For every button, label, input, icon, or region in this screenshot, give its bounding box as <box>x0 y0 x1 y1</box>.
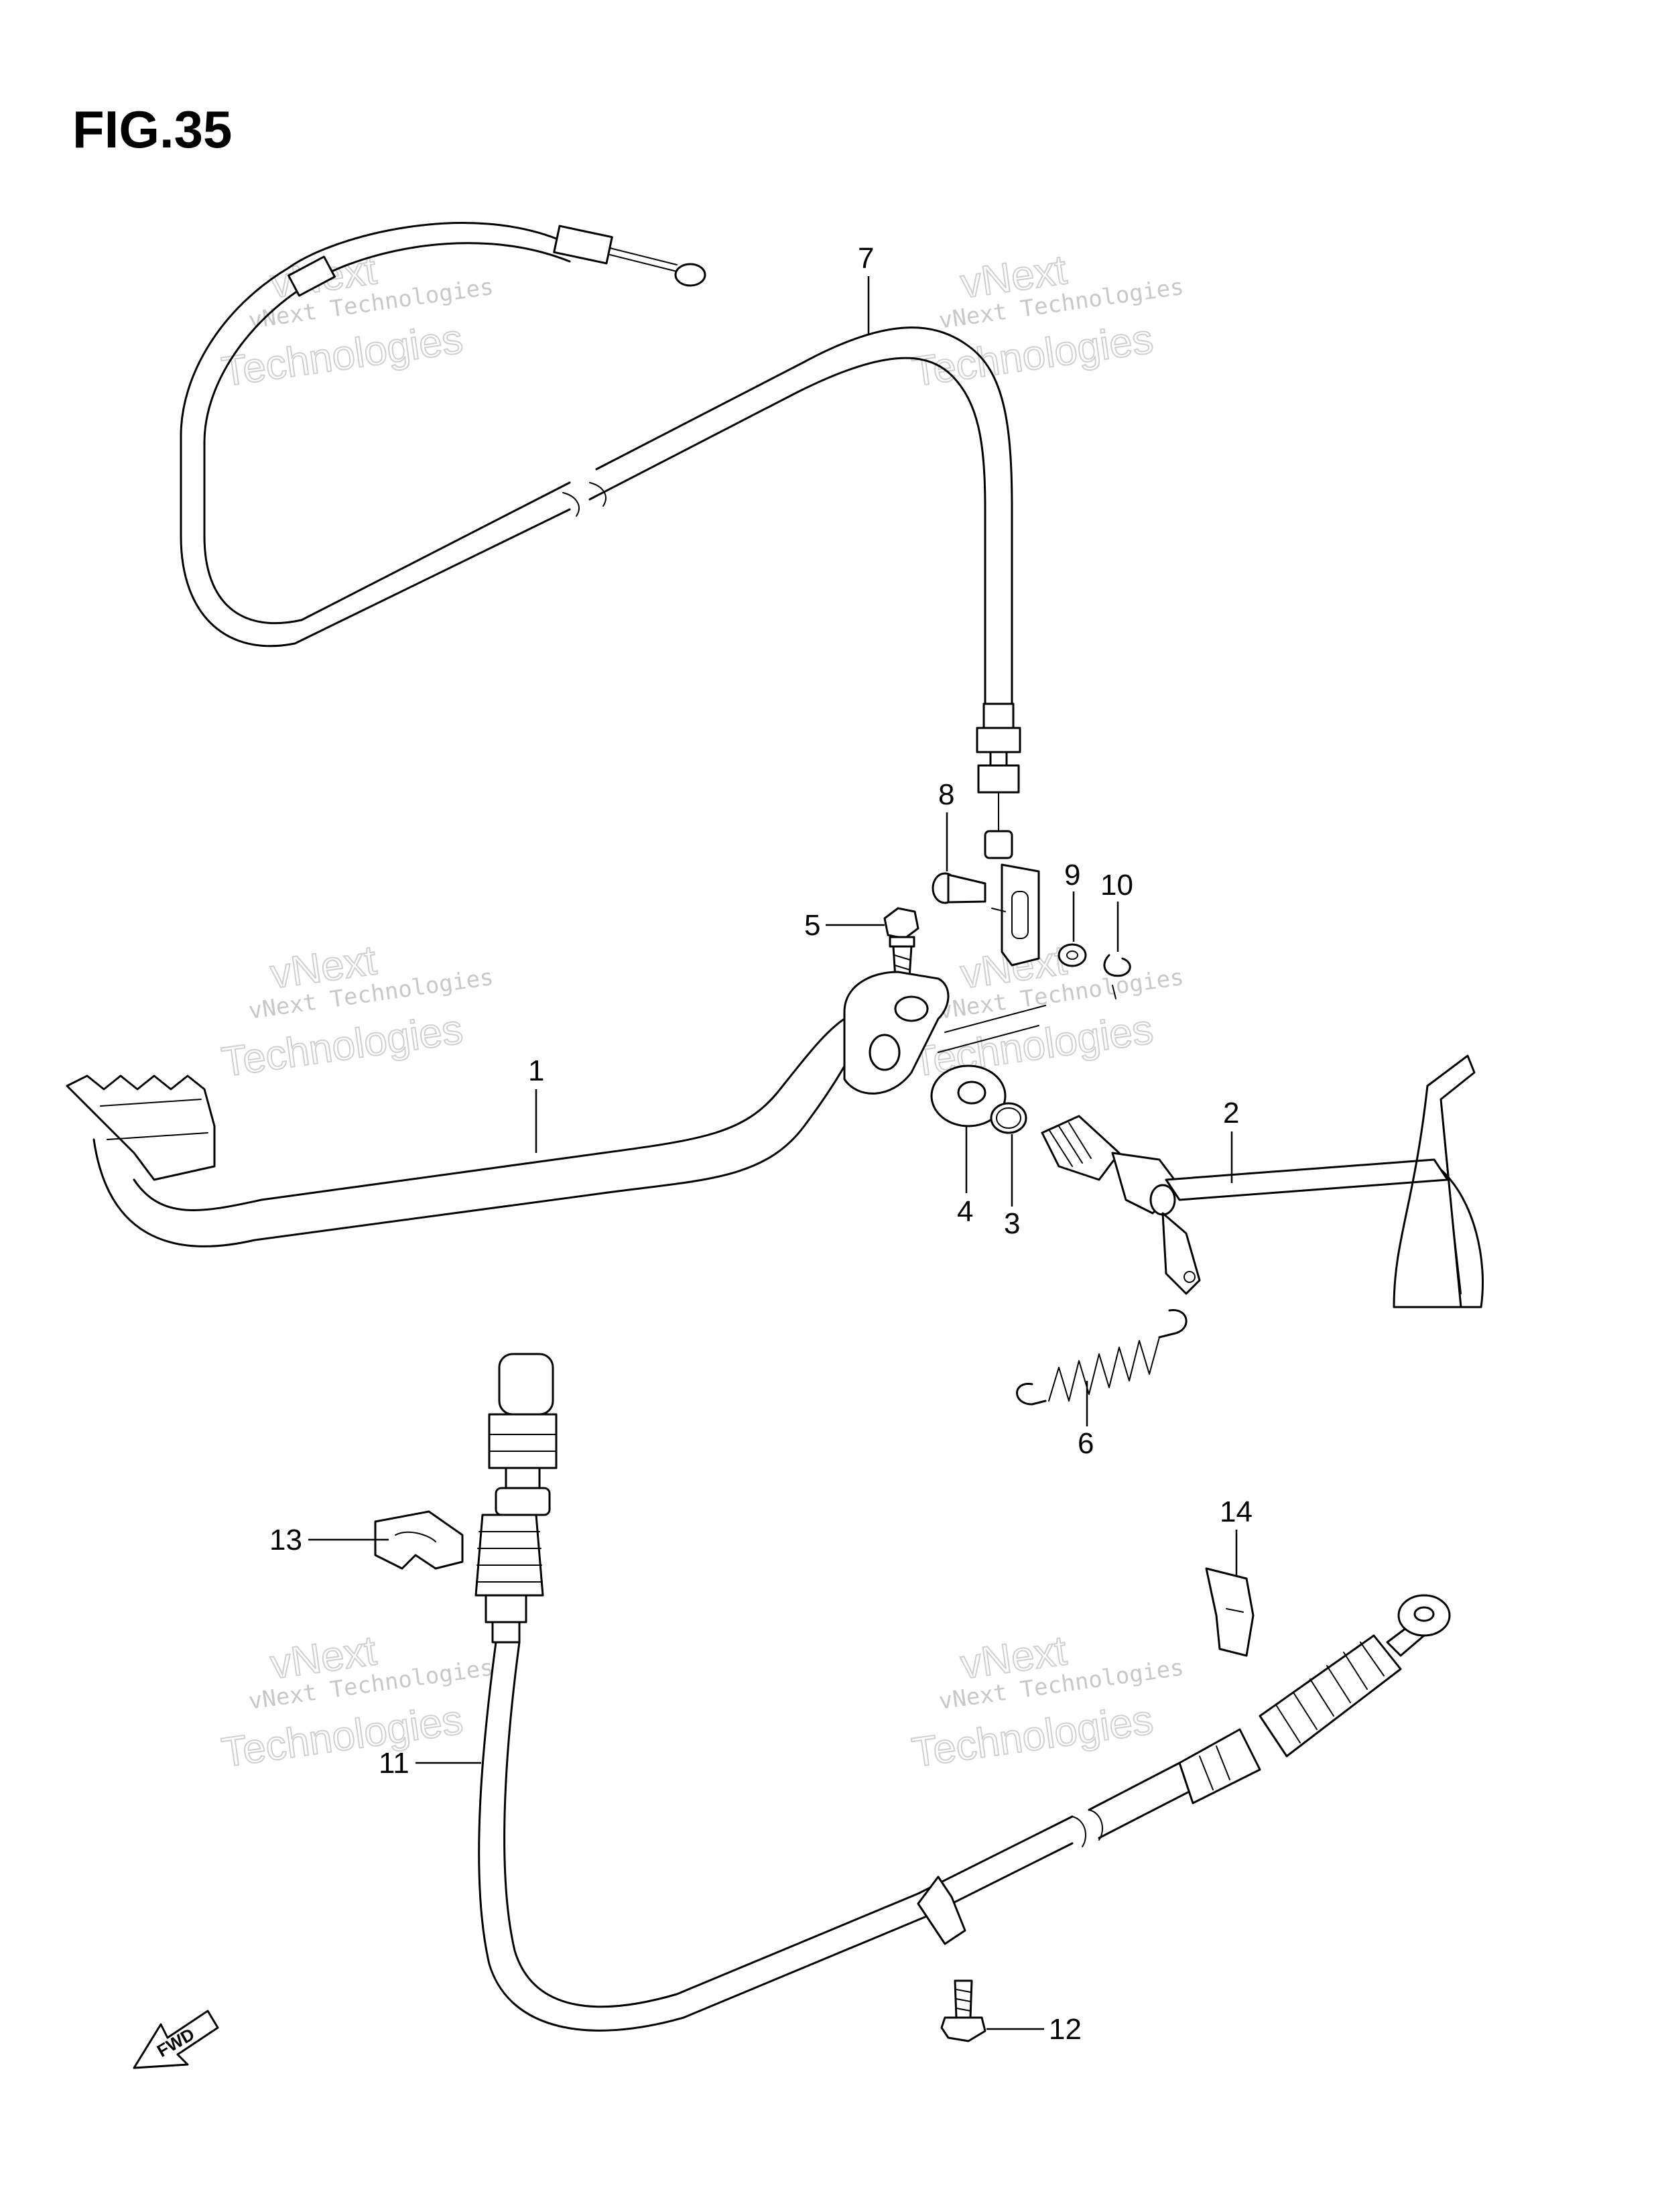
watermark-group: vNext vNext Technologies Technologies vN… <box>218 246 1186 1777</box>
part-7-cable <box>180 222 1021 859</box>
callout-11: 11 <box>379 1747 409 1780</box>
callouts: 7 8 9 10 5 1 2 4 3 6 13 14 11 <box>269 242 1253 2046</box>
figure-title: FIG.35 <box>72 100 232 159</box>
callout-2: 2 <box>1223 1097 1239 1129</box>
callout-6: 6 <box>1078 1427 1094 1460</box>
part-1-brake-pedal <box>66 971 1046 1247</box>
part-6-spring <box>1016 1309 1188 1406</box>
callout-13: 13 <box>269 1524 302 1556</box>
cable-joint-bracket <box>991 863 1040 967</box>
part-10-clip <box>1103 954 1131 999</box>
callout-3: 3 <box>1004 1207 1020 1240</box>
callout-7: 7 <box>858 242 874 275</box>
part-13-clip <box>374 1510 464 1570</box>
part-8-pin <box>932 872 986 904</box>
part-9-washer <box>1058 943 1087 967</box>
part-11-cable <box>474 1353 1451 2032</box>
callout-1: 1 <box>528 1054 544 1087</box>
callout-5: 5 <box>804 909 820 942</box>
fwd-direction-arrow: FWD <box>133 2010 219 2069</box>
callout-9: 9 <box>1064 859 1080 892</box>
callout-12: 12 <box>1049 2013 1082 2046</box>
callout-4: 4 <box>957 1195 973 1228</box>
part-14-clip <box>1205 1567 1255 1657</box>
part-4-washer <box>930 1064 1007 1127</box>
part-2-brake-arm-shaft <box>1041 1054 1484 1308</box>
callout-10: 10 <box>1100 869 1133 902</box>
callout-8: 8 <box>938 778 954 811</box>
part-12-bolt <box>940 1979 986 2042</box>
part-3-o-ring <box>990 1102 1027 1134</box>
callout-14: 14 <box>1220 1495 1253 1528</box>
